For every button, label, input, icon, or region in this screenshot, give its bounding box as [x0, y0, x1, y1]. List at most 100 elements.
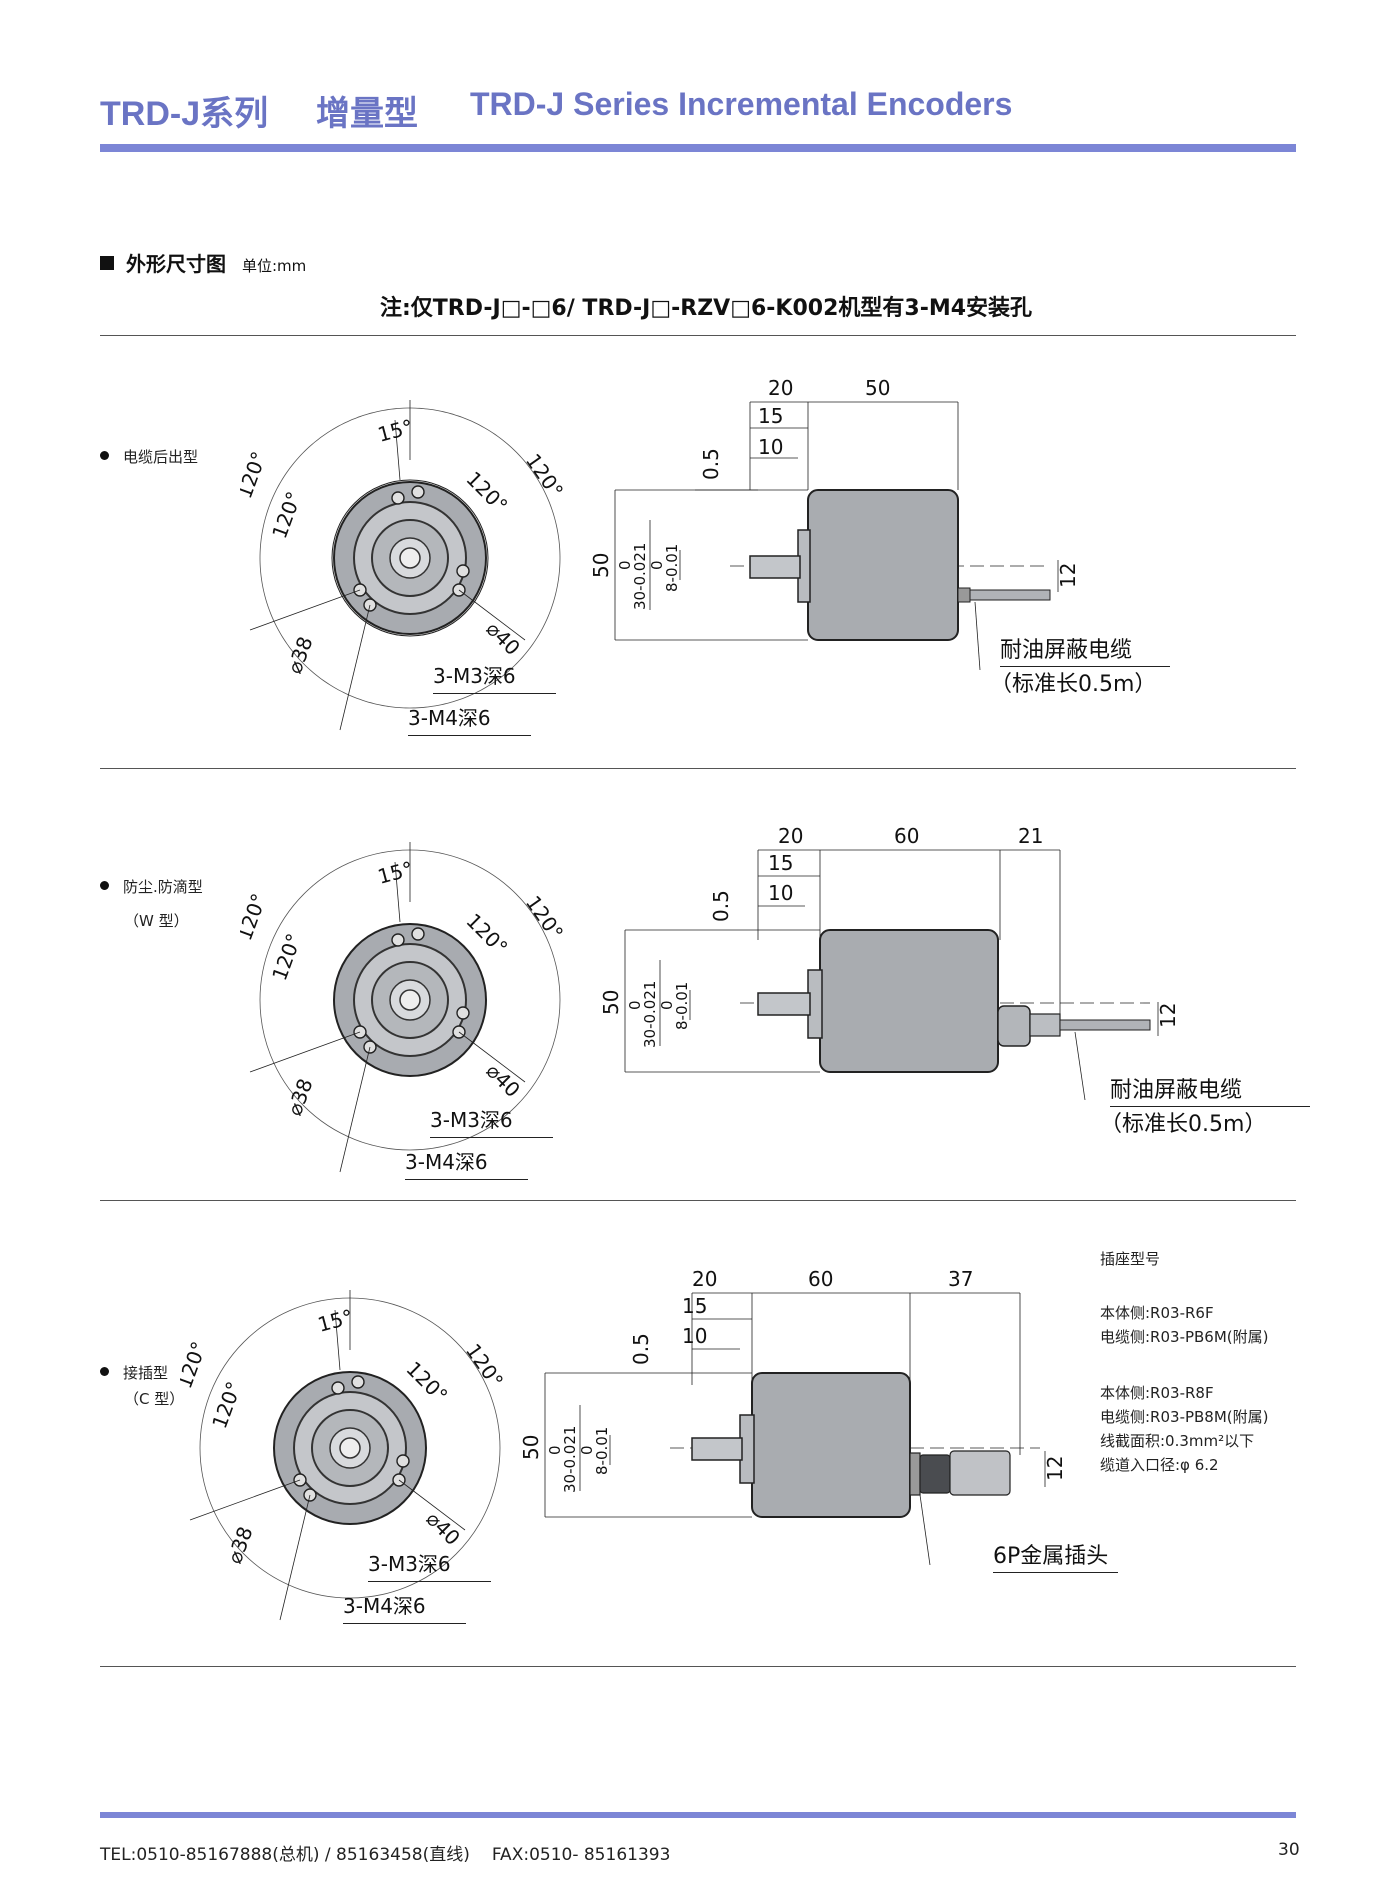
drawing-label-text: 接插型 [123, 1364, 169, 1382]
side-view-2: 20 60 21 15 10 0.5 50 0 30-0.021 0 8-0.0… [599, 824, 1180, 1101]
dim-phi38: ⌀38 [282, 633, 317, 676]
dim-15deg: 15° [375, 856, 415, 888]
drawing-label-text: 防尘.防滴型 [123, 878, 203, 896]
outer-flange-ring [331, 479, 489, 637]
angle-line [394, 861, 401, 923]
dim-0.5: 0.5 [709, 890, 733, 922]
connector-label: 6P金属插头 [993, 1538, 1119, 1573]
page-number: 30 [1278, 1840, 1300, 1860]
type-title: 增量型 [316, 95, 418, 133]
leader-m4 [339, 1046, 371, 1173]
angle-line [394, 419, 401, 481]
dim-60: 60 [808, 1267, 833, 1291]
footer-fax: FAX:0510- 85161393 [491, 1845, 671, 1865]
dim-12: 12 [1056, 563, 1080, 588]
front-view-1: 15° 120° 120° 120° 120° ⌀38 ⌀40 [240, 400, 568, 731]
dim-phi38: ⌀38 [282, 1075, 317, 1118]
connector-spec-line: 线截面积:0.3mm²以下 [1100, 1432, 1255, 1450]
tol-0: 0 [626, 1000, 644, 1010]
connector-spec-line: 缆道入口径:φ 6.2 [1100, 1456, 1219, 1474]
dim-50-height: 50 [599, 990, 623, 1015]
m3-hole [396, 1454, 410, 1468]
dim-120deg: 120° [461, 1339, 508, 1392]
dim-50-height: 50 [589, 553, 613, 578]
m3-hole [391, 491, 405, 505]
tol-0: 0 [648, 560, 666, 570]
dim-30: 30-0.021 [561, 1426, 579, 1493]
footer-tel: TEL:0510-85167888(总机) / 85163458(直线) [100, 1845, 470, 1865]
dim-15: 15 [758, 404, 783, 428]
connector-spec-line: 电缆侧:R03-PB6M(附属) [1100, 1328, 1269, 1346]
series-title: TRD-J系列 [100, 95, 269, 133]
drawing-sublabel: （C 型） [124, 1390, 185, 1408]
shaft-end [399, 547, 421, 569]
cable-label: 耐油屏蔽电缆 [1000, 632, 1170, 667]
header-accent-bar [100, 144, 1296, 152]
dim-10: 10 [758, 435, 783, 459]
connector-spec-line: 电缆侧:R03-PB8M(附属) [1100, 1408, 1269, 1426]
leader-m4 [339, 604, 371, 731]
mounting-note: 注:仅TRD-J□-□6/ TRD-J□-RZV□6-K002机型有3-M4安装… [380, 296, 1033, 321]
drawing-label-connector: 接插型 [100, 1362, 168, 1383]
divider [100, 335, 1296, 336]
encoder-housing [819, 929, 999, 1073]
label-3-m4: 3-M4深6 [343, 1590, 466, 1624]
gland-nut [1029, 1013, 1061, 1037]
m4-hole [351, 1375, 365, 1389]
divider [100, 1200, 1296, 1201]
dim-30: 30-0.021 [631, 543, 649, 610]
connector-knurl [919, 1454, 951, 1494]
section-title: 外形尺寸图单位:mm [100, 248, 306, 277]
dim-20: 20 [778, 824, 803, 848]
drawing-label-text: 电缆后出型 [123, 448, 199, 466]
tol-0: 0 [578, 1445, 596, 1455]
divider [100, 768, 1296, 769]
drawing-sublabel: （W 型） [124, 912, 189, 930]
dim-0.5: 0.5 [629, 1333, 653, 1365]
dim-120deg: 120° [240, 448, 271, 501]
square-bullet-icon [100, 256, 114, 270]
dim-50-height: 50 [520, 1435, 543, 1460]
tol-0: 0 [658, 1000, 676, 1010]
dim-12: 12 [1156, 1003, 1180, 1028]
side-view-1: 20 50 15 10 0.5 50 0 30-0.021 0 8-0.01 1… [589, 376, 1080, 670]
dim-0.5: 0.5 [699, 448, 723, 480]
footer-accent-bar [100, 1812, 1296, 1818]
cable-leader [1074, 1031, 1086, 1101]
dim-120deg: 120° [180, 1338, 211, 1391]
dim-21: 21 [1018, 824, 1043, 848]
drawing-label-dustproof: 防尘.防滴型 [100, 876, 203, 897]
shaft [749, 555, 801, 579]
footer-contact: TEL:0510-85167888(总机) / 85163458(直线) FAX:… [100, 1840, 692, 1865]
m3-hole [456, 564, 470, 578]
front-view-2: 15° 120° 120° 120° 120° ⌀38 ⌀40 [240, 842, 568, 1173]
dim-10: 10 [768, 881, 793, 905]
m3-hole [391, 933, 405, 947]
shaft-end [399, 989, 421, 1011]
label-3-m3: 3-M3深6 [430, 1104, 553, 1138]
front-view-3: 15° 120° 120° 120° 120° ⌀38 ⌀40 [180, 1290, 508, 1621]
dim-8: 8-0.01 [593, 1427, 611, 1475]
dim-8: 8-0.01 [673, 982, 691, 1030]
section-title-text: 外形尺寸图 [126, 252, 226, 276]
cable-note: （标准长0.5m） [990, 672, 1157, 697]
connector-spec-line: 本体侧:R03-R6F [1100, 1304, 1214, 1322]
dim-8: 8-0.01 [663, 544, 681, 592]
dim-15deg: 15° [315, 1304, 355, 1336]
dim-30: 30-0.021 [641, 981, 659, 1048]
leader-phi38 [189, 1479, 301, 1521]
connector-body [949, 1450, 1011, 1496]
m3-hole [331, 1381, 345, 1395]
dim-12: 12 [1043, 1456, 1067, 1481]
leader-m4 [279, 1494, 311, 1621]
cable-label: 耐油屏蔽电缆 [1110, 1072, 1310, 1107]
encoder-housing [751, 1372, 911, 1518]
m3-hole [456, 1006, 470, 1020]
cable-gland [957, 587, 971, 603]
bullet-dot-icon [100, 451, 109, 460]
dim-15deg: 15° [375, 414, 415, 446]
connector-leader [919, 1494, 931, 1565]
encoder-housing [807, 489, 959, 641]
label-3-m4: 3-M4深6 [405, 1146, 528, 1180]
dim-20: 20 [768, 376, 793, 400]
